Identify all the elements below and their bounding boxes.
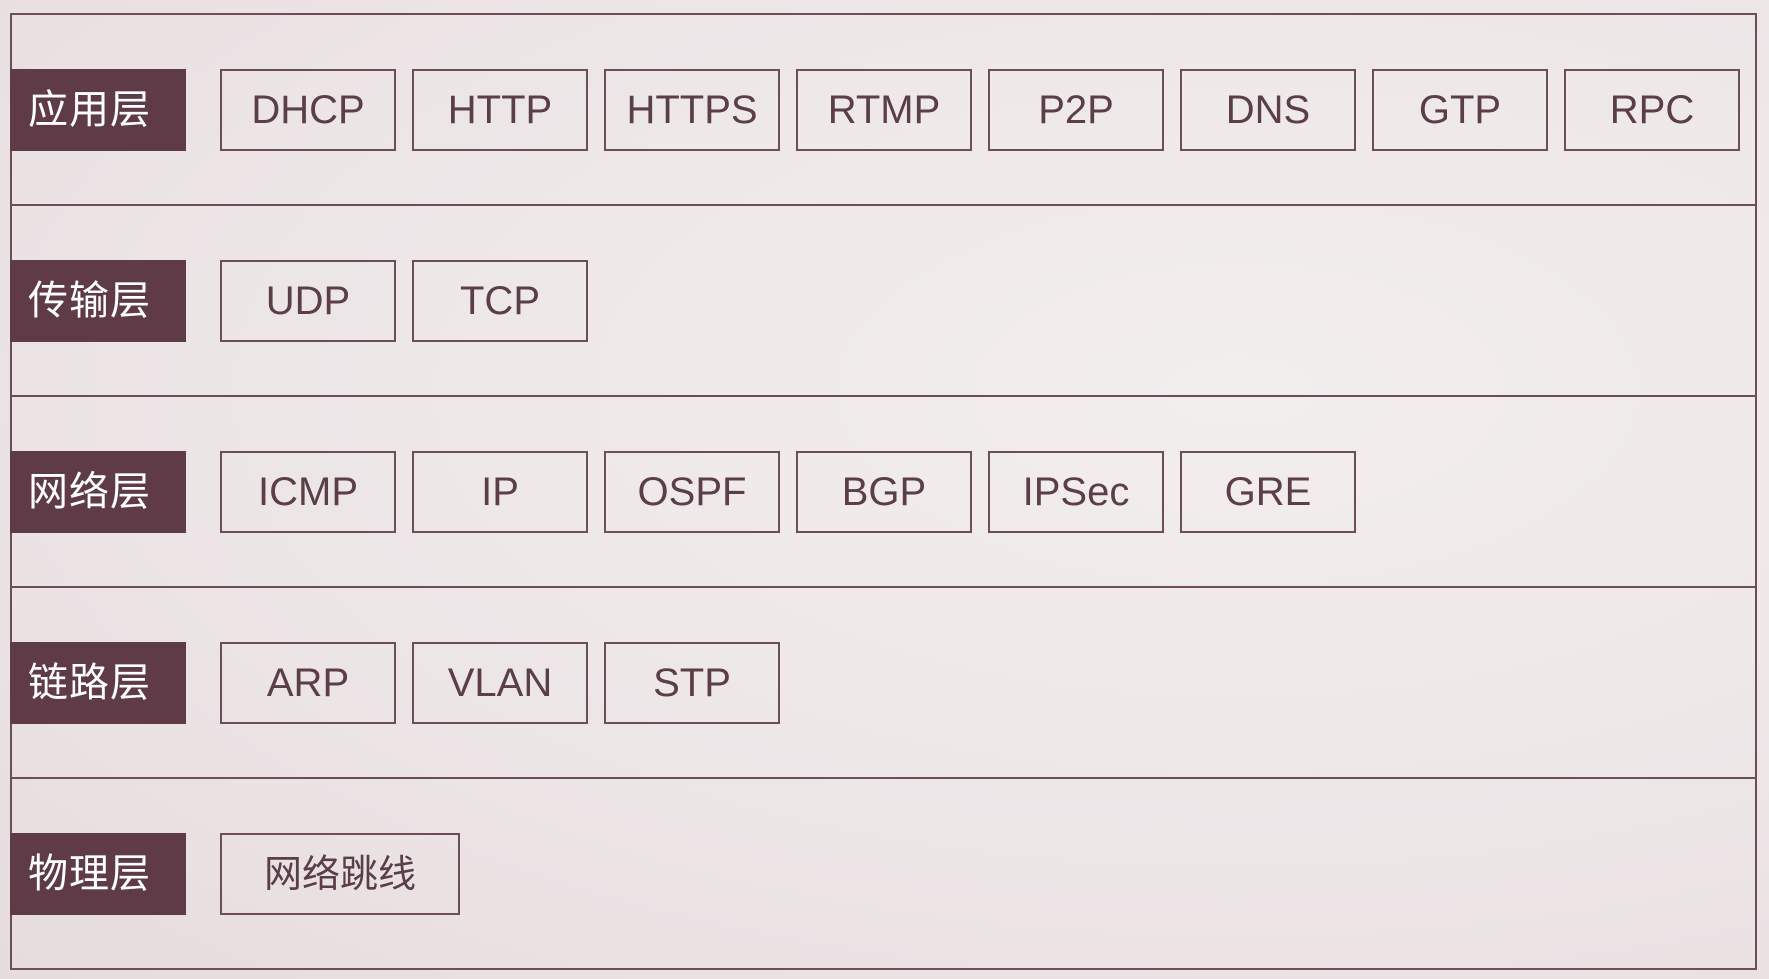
protocol-box-stp: STP xyxy=(604,641,780,724)
protocol-box-https: HTTPS xyxy=(604,68,780,151)
protocol-list-network: ICMP IP OSPF BGP IPSec GRE xyxy=(220,450,1356,533)
layer-row-transport: 传输层 UDP TCP xyxy=(10,206,1755,397)
layer-label-network: 网络层 xyxy=(10,450,186,533)
protocol-box-arp: ARP xyxy=(220,641,396,724)
protocol-list-link: ARP VLAN STP xyxy=(220,641,780,724)
protocol-box-ipsec: IPSec xyxy=(988,450,1164,533)
protocol-list-application: DHCP HTTP HTTPS RTMP P2P DNS GTP RPC xyxy=(220,68,1740,151)
protocol-box-p2p: P2P xyxy=(988,68,1164,151)
layer-label-physical: 物理层 xyxy=(10,832,186,915)
layer-label-transport: 传输层 xyxy=(10,259,186,342)
protocol-box-gtp: GTP xyxy=(1372,68,1548,151)
protocol-list-transport: UDP TCP xyxy=(220,259,588,342)
protocol-box-ospf: OSPF xyxy=(604,450,780,533)
layer-label-link: 链路层 xyxy=(10,641,186,724)
protocol-box-rpc: RPC xyxy=(1564,68,1740,151)
protocol-box-ip: IP xyxy=(412,450,588,533)
layer-row-application: 应用层 DHCP HTTP HTTPS RTMP P2P DNS GTP RPC xyxy=(10,15,1755,206)
layer-row-physical: 物理层 网络跳线 xyxy=(10,779,1755,968)
protocol-stack-diagram: 应用层 DHCP HTTP HTTPS RTMP P2P DNS GTP RPC… xyxy=(10,13,1757,970)
protocol-box-udp: UDP xyxy=(220,259,396,342)
protocol-box-dhcp: DHCP xyxy=(220,68,396,151)
protocol-box-vlan: VLAN xyxy=(412,641,588,724)
layer-row-link: 链路层 ARP VLAN STP xyxy=(10,588,1755,779)
protocol-box-http: HTTP xyxy=(412,68,588,151)
protocol-box-bgp: BGP xyxy=(796,450,972,533)
layer-label-application: 应用层 xyxy=(10,68,186,151)
protocol-list-physical: 网络跳线 xyxy=(220,832,460,915)
layer-row-network: 网络层 ICMP IP OSPF BGP IPSec GRE xyxy=(10,397,1755,588)
protocol-box-dns: DNS xyxy=(1180,68,1356,151)
protocol-box-gre: GRE xyxy=(1180,450,1356,533)
protocol-box-rtmp: RTMP xyxy=(796,68,972,151)
protocol-box-tcp: TCP xyxy=(412,259,588,342)
protocol-box-icmp: ICMP xyxy=(220,450,396,533)
protocol-box-network-patch-cable: 网络跳线 xyxy=(220,832,460,915)
